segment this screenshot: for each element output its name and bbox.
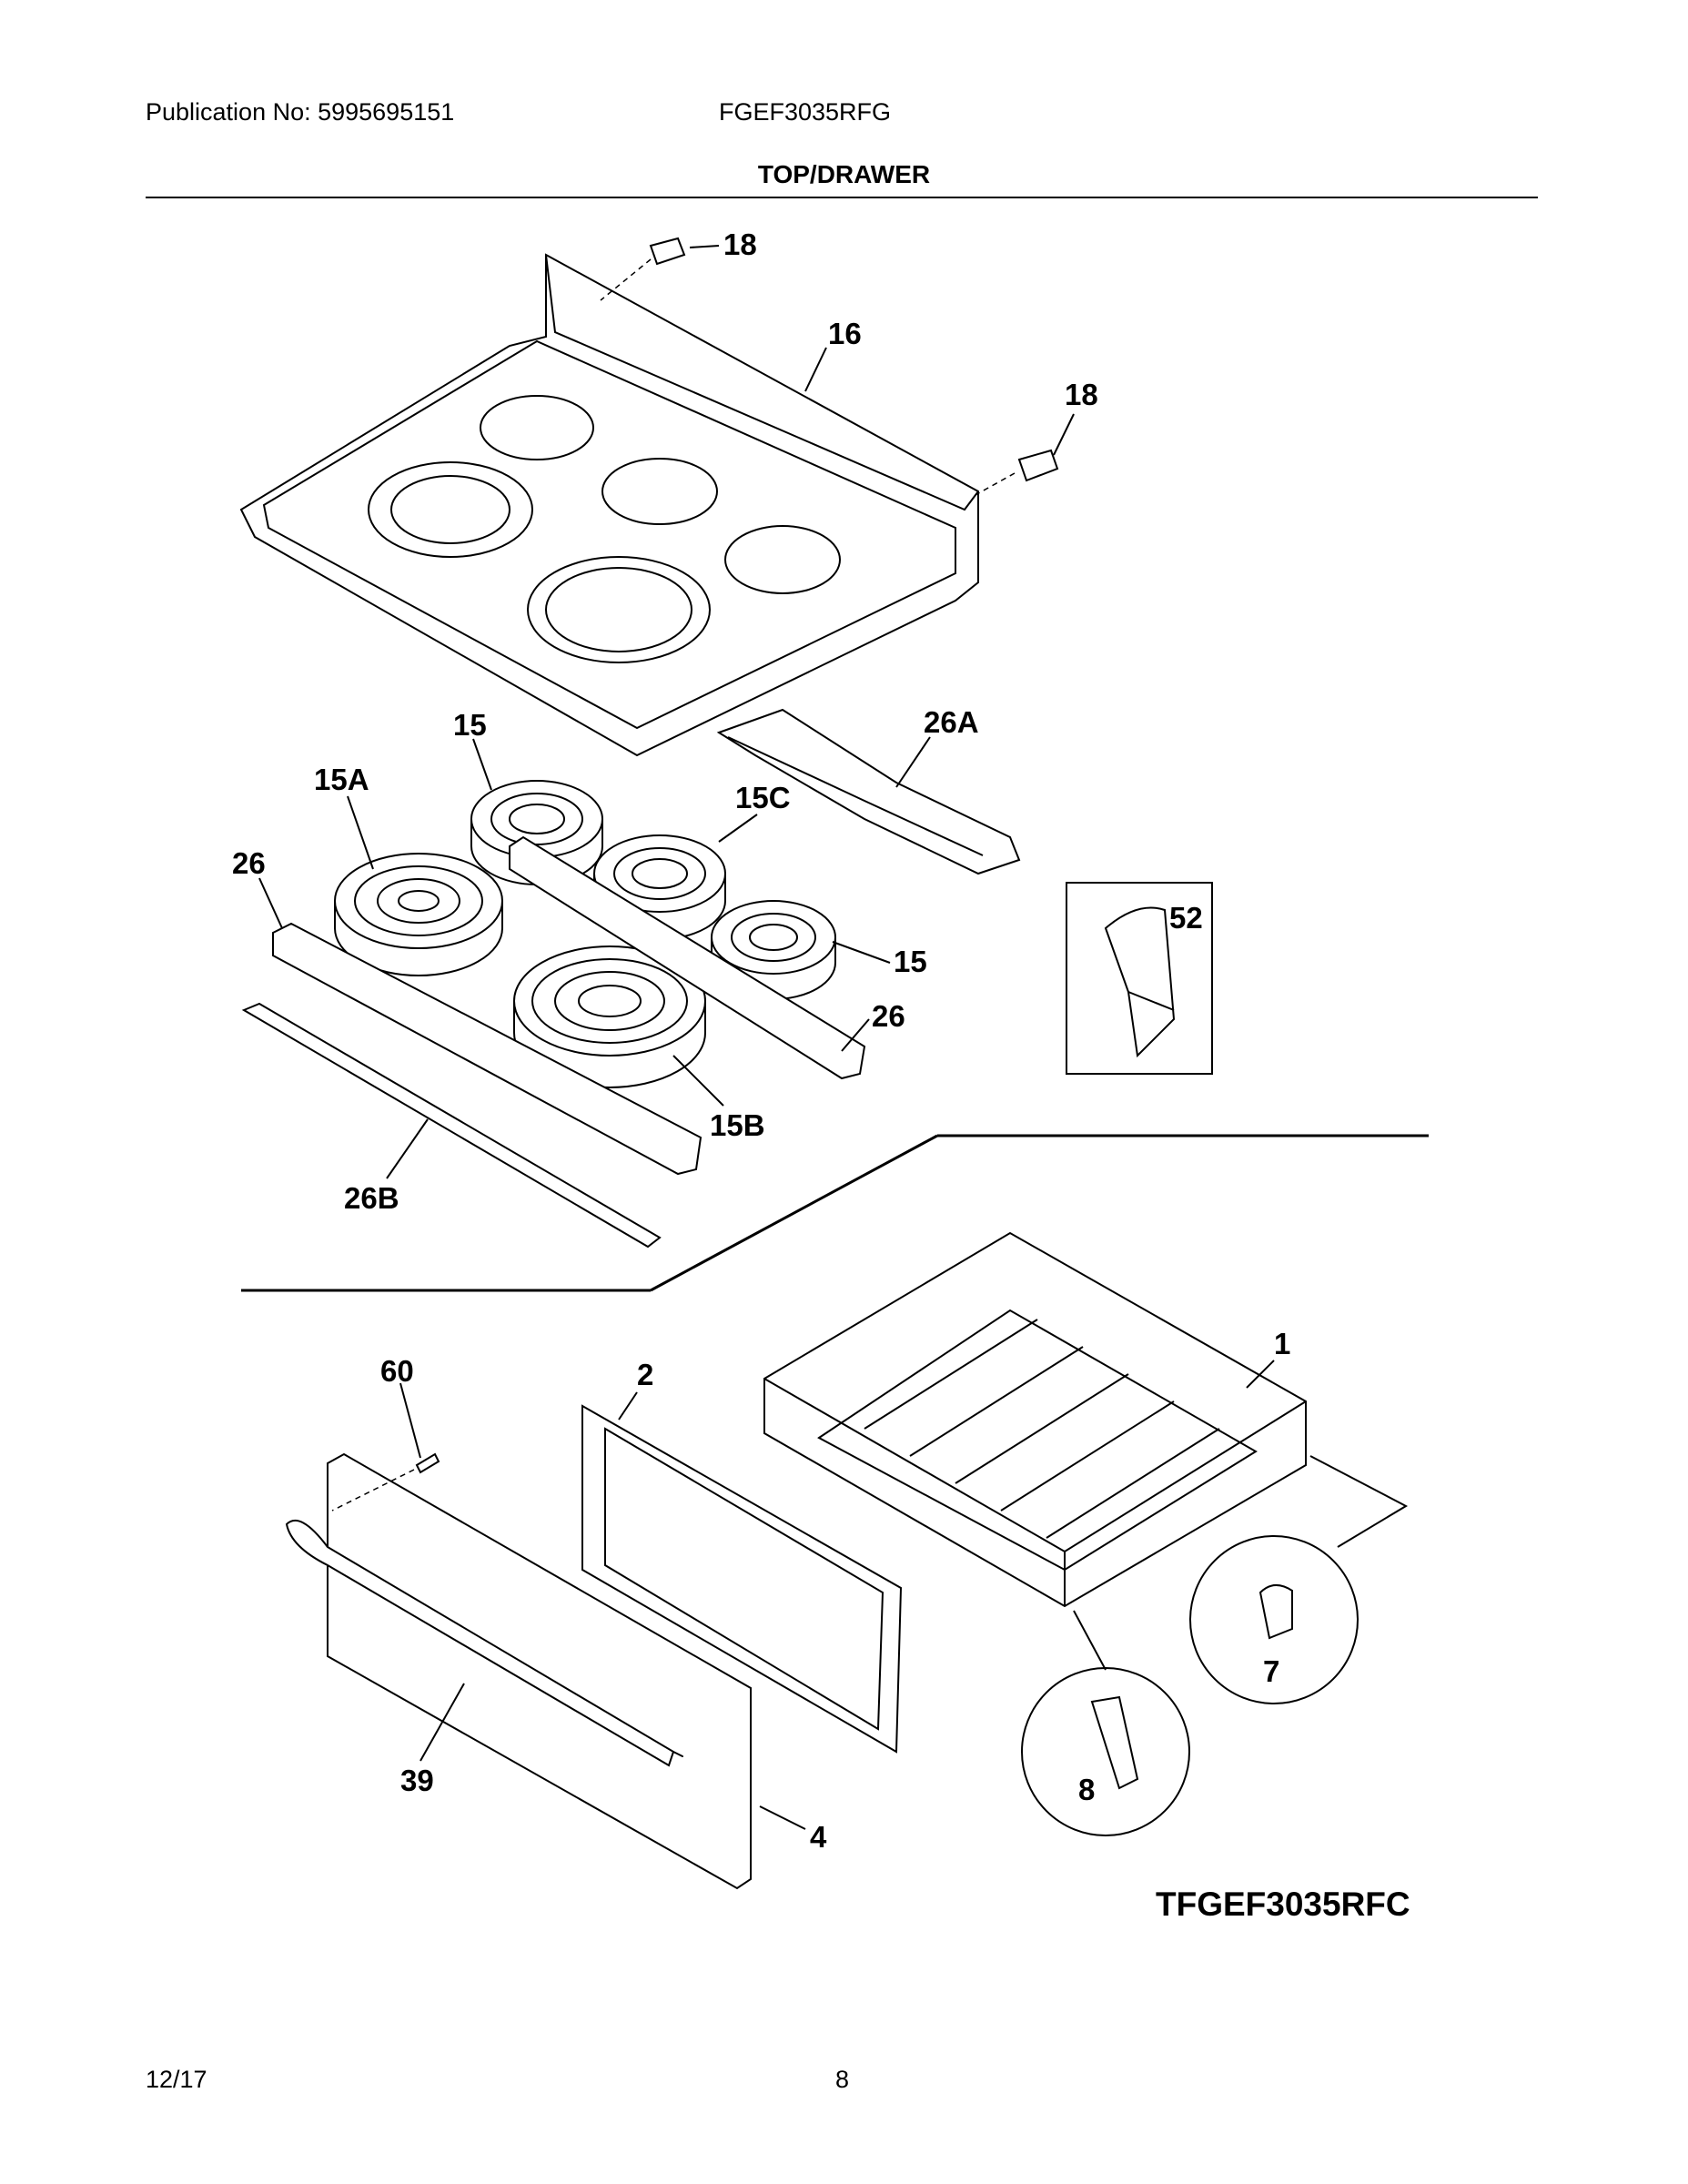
page-number: 8 bbox=[835, 2066, 850, 2093]
drawer-front-part-4 bbox=[285, 1452, 752, 1890]
section-title: TOP/DRAWER bbox=[757, 160, 931, 188]
callout-labels: 18 16 18 15 26A 15A 15C 26 52 15 26 15B … bbox=[232, 228, 1290, 1854]
callout-52: 52 bbox=[1169, 901, 1203, 935]
footer-date: 12/17 bbox=[146, 2066, 207, 2093]
callout-15A: 15A bbox=[314, 763, 369, 796]
callout-26-right: 26 bbox=[872, 999, 905, 1033]
callout-26-left: 26 bbox=[232, 846, 266, 880]
title-divider bbox=[146, 197, 1538, 198]
inset-box-52 bbox=[1066, 882, 1213, 1075]
support-rail-26-right bbox=[509, 835, 866, 1080]
radiant-element-15C bbox=[593, 834, 726, 940]
callout-18-top: 18 bbox=[723, 228, 757, 261]
callout-26A: 26A bbox=[924, 705, 979, 739]
element-bracket-26A bbox=[716, 708, 1021, 875]
front-trim-26B bbox=[241, 1002, 662, 1249]
callout-18-right: 18 bbox=[1065, 378, 1098, 411]
callout-15-right: 15 bbox=[894, 945, 927, 978]
radiant-element-15B bbox=[513, 945, 706, 1088]
cooktop-part bbox=[239, 253, 979, 757]
model-number: FGEF3035RFG bbox=[719, 98, 892, 126]
detail-circle-7 bbox=[1189, 1455, 1409, 1704]
callout-1: 1 bbox=[1274, 1327, 1290, 1360]
bracket-part-18a bbox=[600, 237, 686, 301]
callout-7: 7 bbox=[1263, 1654, 1279, 1688]
leader-lines bbox=[258, 245, 1275, 1830]
diagram-code: TFGEF3035RFC bbox=[1156, 1886, 1410, 1923]
screw-part-60 bbox=[331, 1452, 440, 1512]
callout-16: 16 bbox=[828, 317, 862, 350]
drawer-body-part-1 bbox=[763, 1231, 1307, 1608]
publication-number: Publication No: 5995695151 bbox=[146, 98, 455, 126]
callout-39: 39 bbox=[400, 1764, 434, 1797]
callout-2: 2 bbox=[637, 1358, 653, 1391]
bracket-part-18b bbox=[973, 449, 1059, 497]
callout-15-top: 15 bbox=[453, 708, 487, 742]
separator-line-diagonal bbox=[650, 1134, 938, 1292]
callout-15C: 15C bbox=[735, 781, 791, 814]
callout-26B: 26B bbox=[344, 1181, 399, 1215]
radiant-element-15A bbox=[334, 853, 503, 976]
callout-15B: 15B bbox=[710, 1108, 765, 1142]
callout-60: 60 bbox=[380, 1354, 414, 1388]
support-rail-26-left bbox=[272, 922, 702, 1176]
callout-4: 4 bbox=[810, 1820, 827, 1854]
detail-circle-8 bbox=[1021, 1610, 1190, 1836]
callout-8: 8 bbox=[1078, 1773, 1095, 1806]
drawer-liner-part-2 bbox=[581, 1404, 903, 1754]
